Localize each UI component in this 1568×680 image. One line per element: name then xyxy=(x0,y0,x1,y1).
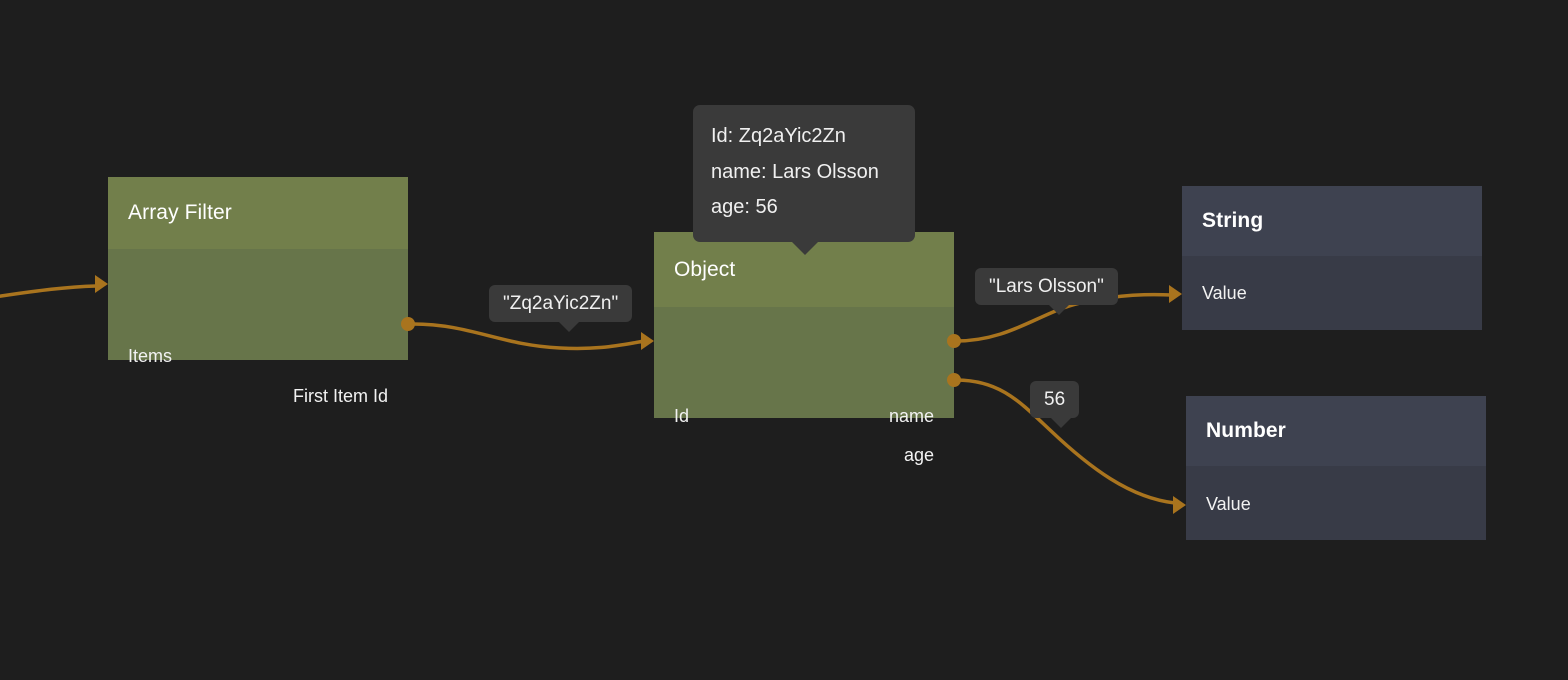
tooltip-line-age: age: 56 xyxy=(711,196,778,219)
edge-badge-first-item-id: "Zq2aYic2Zn" xyxy=(489,285,633,332)
edge-badge-age-label: 56 xyxy=(1044,389,1066,410)
port-object-id[interactable]: Id xyxy=(674,405,689,427)
edge-badge-age-tail xyxy=(1050,417,1072,428)
object-value-tooltip: Id: Zq2aYic2Zn name: Lars Olsson age: 56 xyxy=(693,105,915,255)
node-array-filter[interactable]: Array Filter Items First Item Id xyxy=(95,177,415,406)
edge-badge-first-item-id-label: "Zq2aYic2Zn" xyxy=(503,293,619,314)
edge-firstitemid-to-id xyxy=(412,322,646,351)
tooltip-line-id: Id: Zq2aYic2Zn xyxy=(711,125,846,147)
input-arrow-number-value[interactable] xyxy=(1173,496,1186,514)
input-arrow-items[interactable] xyxy=(95,275,108,293)
input-arrow-id[interactable] xyxy=(641,332,654,350)
node-string-header[interactable]: String xyxy=(1182,186,1482,256)
node-number[interactable]: Number Value xyxy=(1173,396,1486,540)
port-label-age: age xyxy=(903,444,934,465)
edge-badge-age: 56 xyxy=(1030,381,1080,428)
output-knob-age[interactable] xyxy=(947,373,961,387)
port-number-value[interactable]: Value xyxy=(1206,493,1251,515)
node-number-title: Number xyxy=(1206,419,1286,442)
port-string-value[interactable]: Value xyxy=(1202,282,1247,304)
port-array-filter-first-item-id[interactable]: First Item Id xyxy=(293,385,388,407)
port-object-name[interactable]: name xyxy=(889,405,934,427)
edge-badge-name-tail xyxy=(1048,304,1070,315)
node-number-body: Value xyxy=(1186,466,1486,540)
node-array-filter-title: Array Filter xyxy=(128,201,232,224)
node-object-title: Object xyxy=(674,257,736,281)
port-label-id: Id xyxy=(674,405,690,426)
edge-badge-name: "Lars Olsson" xyxy=(975,268,1118,315)
port-label-number-value: Value xyxy=(1206,493,1251,514)
port-object-age[interactable]: age xyxy=(904,444,934,466)
port-label-string-value: Value xyxy=(1202,282,1247,303)
tooltip-tail xyxy=(792,241,818,255)
port-label-first-item-id: First Item Id xyxy=(292,385,388,406)
input-arrow-string-value[interactable] xyxy=(1169,285,1182,303)
output-knob-name[interactable] xyxy=(947,334,961,348)
port-label-items: Items xyxy=(128,345,173,366)
node-array-filter-body: Items First Item Id xyxy=(108,249,408,406)
port-array-filter-items[interactable]: Items xyxy=(128,345,172,367)
node-object-body: Id name age xyxy=(654,307,954,465)
node-array-filter-header[interactable]: Array Filter xyxy=(108,177,408,249)
node-string[interactable]: String Value xyxy=(1169,186,1482,330)
node-number-header[interactable]: Number xyxy=(1186,396,1486,466)
edge-badge-first-item-id-tail xyxy=(558,321,580,332)
edge-badge-name-label: "Lars Olsson" xyxy=(989,276,1104,297)
tooltip-line-name: name: Lars Olsson xyxy=(711,160,879,183)
node-object[interactable]: Object Id name age xyxy=(641,232,961,465)
output-knob-first-item-id[interactable] xyxy=(401,317,415,331)
edge-incoming-items xyxy=(0,284,97,298)
port-label-name: name xyxy=(888,405,934,426)
node-string-title: String xyxy=(1202,209,1264,232)
node-string-body: Value xyxy=(1182,256,1482,330)
